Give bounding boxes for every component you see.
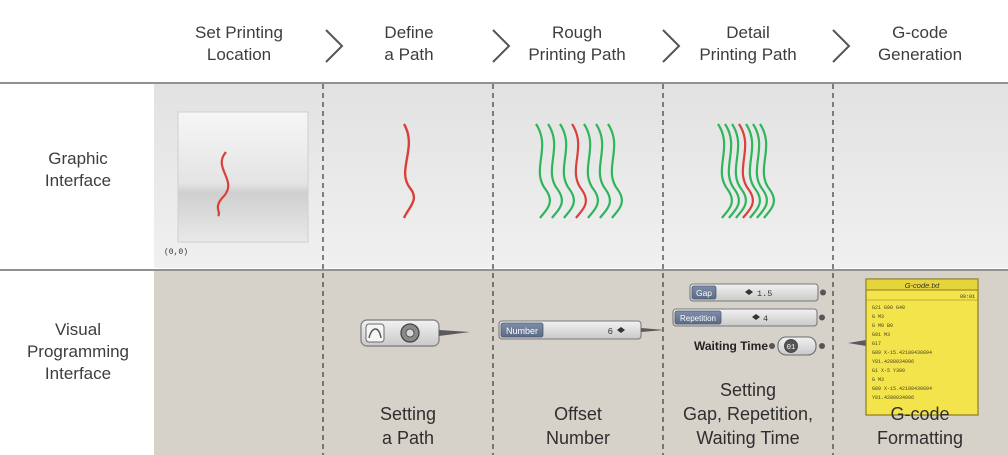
waiting-time-value: 01 xyxy=(787,344,795,352)
caption-1-line2: a Path xyxy=(382,428,434,448)
chevron-right-icon xyxy=(662,29,681,63)
stage-2-line1: Define xyxy=(384,23,433,42)
green-path-curve xyxy=(559,123,575,219)
chevron-right-icon xyxy=(492,29,511,63)
caption-gap-repetition: Setting Gap, Repetition, Waiting Time xyxy=(683,380,813,448)
caption-3-line3: Waiting Time xyxy=(696,428,799,448)
gcode-lines: G21 G90 G40 G M3 G M0 B0 G91 M3 G17 G89 … xyxy=(872,305,932,401)
repetition-slider[interactable]: Repetition 4 xyxy=(672,308,825,327)
curve-component[interactable] xyxy=(360,319,470,347)
caption-offset-number: Offset Number xyxy=(546,404,610,448)
stage-5-line1: G-code xyxy=(892,23,948,42)
gap-slider[interactable]: Gap 1.5 xyxy=(689,283,826,302)
gcode-panel[interactable]: G-code.txt 00:01 G21 G90 G40 G M3 G M0 B… xyxy=(848,278,979,416)
stage-3-line2: Printing Path xyxy=(528,45,625,64)
gcode-line: G M0 B0 xyxy=(872,323,893,329)
red-path-curve xyxy=(738,123,754,219)
stage-header-2: Define a Path xyxy=(384,23,433,64)
stage-header-4: Detail Printing Path xyxy=(699,23,796,64)
timer-icon xyxy=(784,339,798,353)
slider-handle-icon xyxy=(745,289,753,295)
caption-set-path: Setting a Path xyxy=(380,404,436,448)
printing-location-square xyxy=(177,111,309,243)
gcode-line: Y81.4280034096 xyxy=(872,395,914,401)
repetition-slider-label: Repetition xyxy=(680,314,716,323)
caption-3-line2: Gap, Repetition, xyxy=(683,404,813,424)
stage-1-line1: Set Printing xyxy=(195,23,283,42)
chevron-right-icon xyxy=(325,29,344,63)
number-slider-value: 6 xyxy=(608,327,613,337)
stage-5-line2: Generation xyxy=(878,45,962,64)
green-path-curve xyxy=(717,123,733,219)
row-graphic-line2: Interface xyxy=(45,171,111,190)
curve-icon xyxy=(368,328,382,339)
red-path-curve xyxy=(216,151,230,217)
red-path-curve xyxy=(402,123,416,219)
caption-2-line1: Offset xyxy=(554,404,602,424)
stage-header-3: Rough Printing Path xyxy=(528,23,625,64)
gcode-panel-title: G-code.txt xyxy=(905,281,941,290)
stage-3-line1: Rough xyxy=(552,23,602,42)
stage-4-line1: Detail xyxy=(726,23,769,42)
green-path-curve xyxy=(731,123,747,219)
caption-2-line2: Number xyxy=(546,428,610,448)
green-path-curve xyxy=(724,123,740,219)
caption-gcode-formatting: G-code Formatting xyxy=(877,404,963,448)
green-path-curve xyxy=(547,123,563,219)
stage-header-1: Set Printing Location xyxy=(195,23,283,64)
stage-header-5: G-code Generation xyxy=(878,23,962,64)
caption-1-line1: Setting xyxy=(380,404,436,424)
caption-4-line1: G-code xyxy=(890,404,949,424)
number-slider-label: Number xyxy=(506,326,538,336)
gcode-line: G M3 xyxy=(872,377,884,383)
number-slider[interactable]: Number 6 xyxy=(498,320,665,340)
gcode-line: Y81.4280034096 xyxy=(872,359,914,365)
detail-printing-paths xyxy=(717,123,775,219)
green-path-curve xyxy=(745,123,761,219)
green-path-curve xyxy=(535,123,551,219)
row-label-visual: Visual Programming Interface xyxy=(27,320,129,383)
repetition-slider-value: 4 xyxy=(763,314,768,324)
green-path-curve xyxy=(583,123,599,219)
green-path-curve xyxy=(752,123,768,219)
gcode-line: G89 X-15.42180430894 xyxy=(872,386,932,392)
waiting-time-label: Waiting Time xyxy=(694,339,768,353)
green-path-curve xyxy=(595,123,611,219)
gcode-line: G17 xyxy=(872,341,881,347)
row-visual-line2: Programming xyxy=(27,342,129,361)
gcode-line: G89 X-15.42180430894 xyxy=(872,350,932,356)
waiting-time-control[interactable]: Waiting Time 01 xyxy=(694,336,825,356)
slider-handle-icon xyxy=(752,314,760,320)
row-visual-line3: Interface xyxy=(45,364,111,383)
stage-4-line2: Printing Path xyxy=(699,45,796,64)
gap-slider-label: Gap xyxy=(696,288,712,298)
red-path-curve xyxy=(571,123,587,219)
green-path-curve xyxy=(759,123,775,219)
row-visual-line1: Visual xyxy=(55,320,101,339)
green-path-curve xyxy=(607,123,623,219)
gcode-panel-header-right: 00:01 xyxy=(960,294,975,300)
slider-handle-icon xyxy=(617,327,625,333)
row-label-graphic: Graphic Interface xyxy=(45,149,111,190)
gcode-line: G1 X-5 Y300 xyxy=(872,368,905,374)
stage-1-line2: Location xyxy=(207,45,271,64)
origin-label: (0,0) xyxy=(164,248,188,257)
gcode-line: G21 G90 G40 xyxy=(872,305,905,311)
gcode-line: G M3 xyxy=(872,314,884,320)
chevron-right-icon xyxy=(832,29,851,63)
caption-4-line2: Formatting xyxy=(877,428,963,448)
stage-2-line2: a Path xyxy=(384,45,433,64)
rough-printing-paths xyxy=(535,123,623,219)
row-graphic-line1: Graphic xyxy=(48,149,108,168)
gcode-line: G91 M3 xyxy=(872,332,890,338)
caption-3-line1: Setting xyxy=(720,380,776,400)
gap-slider-value: 1.5 xyxy=(757,289,772,299)
